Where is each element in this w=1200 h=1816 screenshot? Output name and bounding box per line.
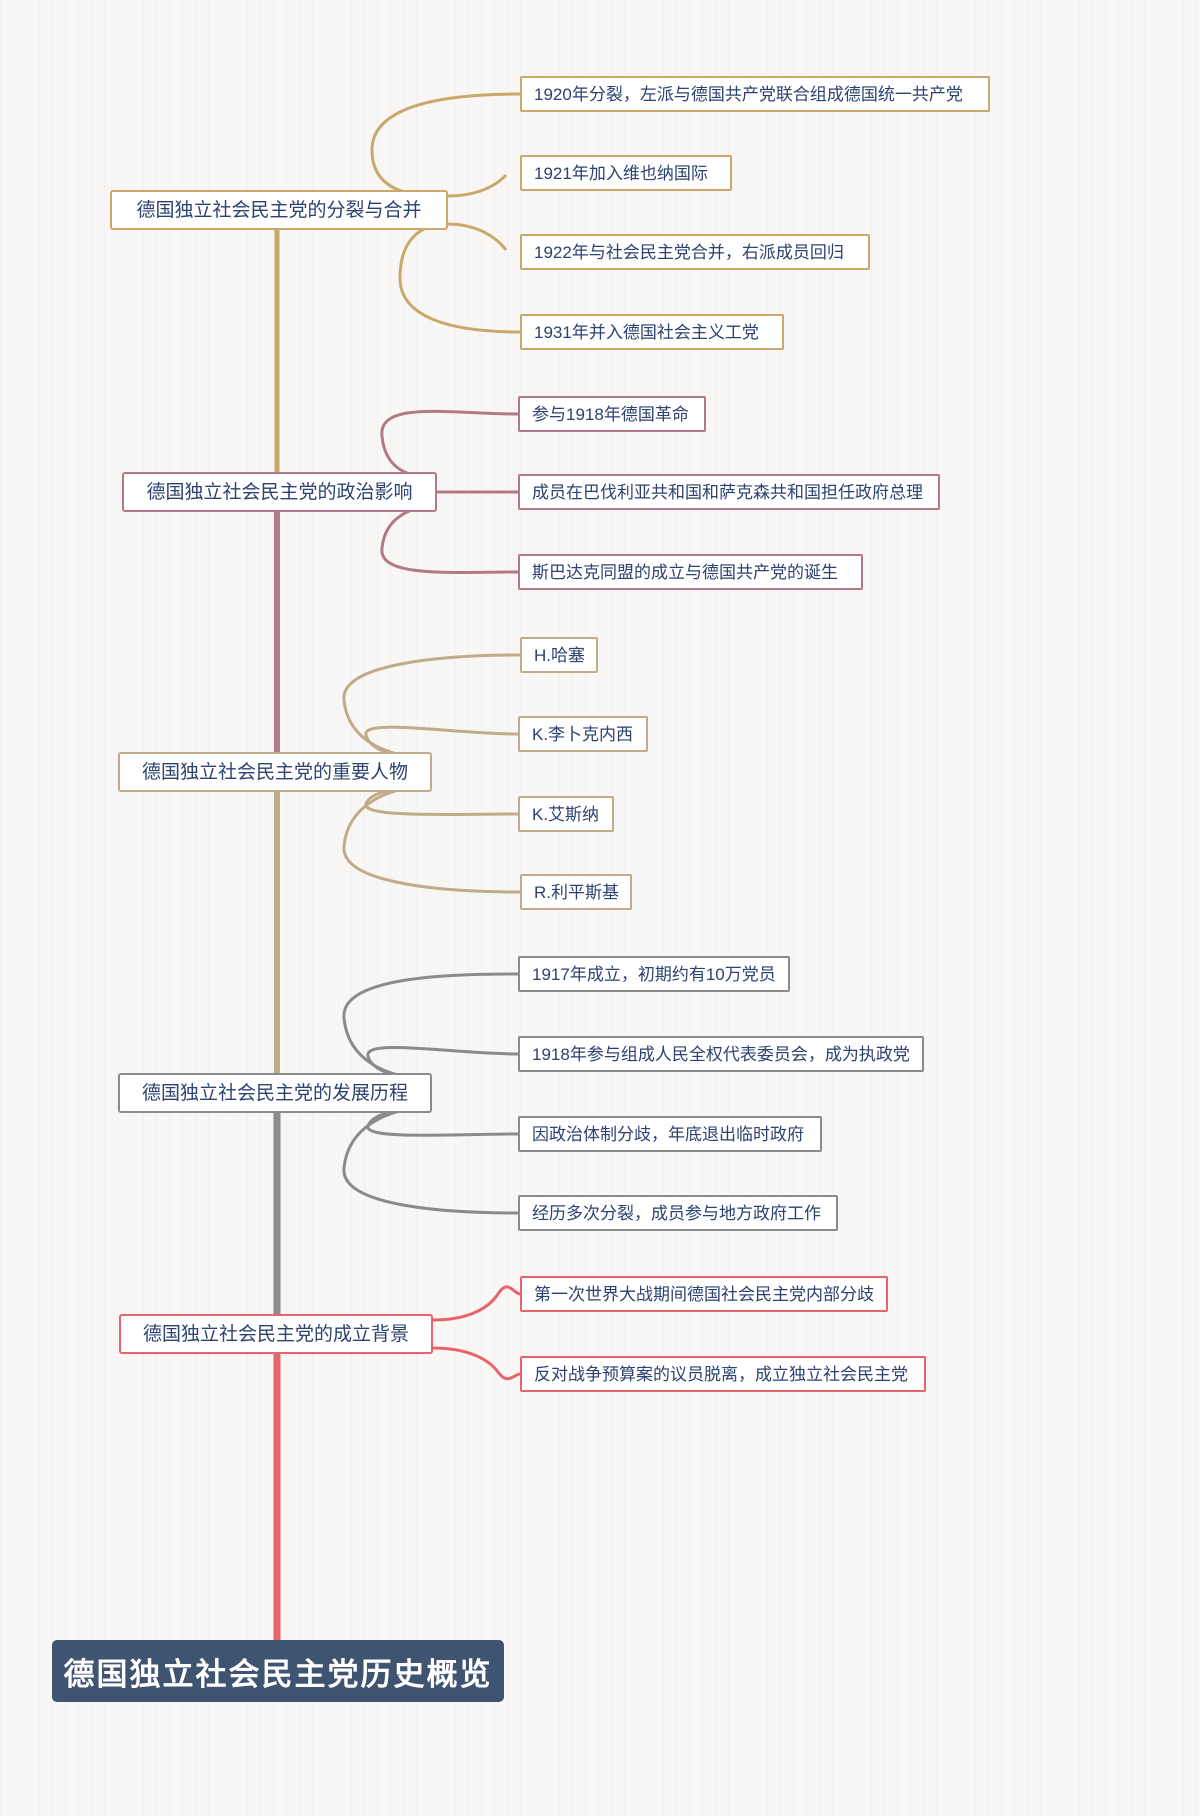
branch-node-3[interactable]: 德国独立社会民主党的重要人物 bbox=[118, 752, 432, 792]
leaf-node-5-2[interactable]: 反对战争预算案的议员脱离，成立独立社会民主党 bbox=[520, 1356, 926, 1392]
leaf-label-1-2: 1921年加入维也纳国际 bbox=[534, 163, 708, 183]
branch-label-2: 德国独立社会民主党的政治影响 bbox=[146, 481, 413, 503]
leaf-node-4-3[interactable]: 因政治体制分歧，年底退出临时政府 bbox=[518, 1116, 822, 1152]
leaf-node-2-1[interactable]: 参与1918年德国革命 bbox=[518, 396, 706, 432]
leaf-label-3-1: H.哈塞 bbox=[534, 645, 585, 665]
branch-node-1[interactable]: 德国独立社会民主党的分裂与合并 bbox=[110, 190, 448, 230]
edge-b1-c2 bbox=[447, 173, 508, 198]
leaf-node-2-3[interactable]: 斯巴达克同盟的成立与德国共产党的诞生 bbox=[518, 554, 863, 590]
leaf-node-2-2[interactable]: 成员在巴伐利亚共和国和萨克森共和国担任政府总理 bbox=[518, 474, 940, 510]
branch-node-2[interactable]: 德国独立社会民主党的政治影响 bbox=[122, 472, 437, 512]
leaf-node-3-4[interactable]: R.利平斯基 bbox=[520, 874, 632, 910]
edge-b5-c2 bbox=[432, 1346, 521, 1381]
leaf-node-4-1[interactable]: 1917年成立，初期约有10万党员 bbox=[518, 956, 790, 992]
edge-b3-c4 bbox=[342, 784, 521, 894]
leaf-label-4-1: 1917年成立，初期约有10万党员 bbox=[532, 964, 776, 984]
leaf-label-4-3: 因政治体制分歧，年底退出临时政府 bbox=[532, 1124, 804, 1144]
leaf-label-1-3: 1922年与社会民主党合并，右派成员回归 bbox=[534, 242, 844, 262]
leaf-label-5-1: 第一次世界大战期间德国社会民主党内部分歧 bbox=[534, 1284, 874, 1304]
leaf-node-1-2[interactable]: 1921年加入维也纳国际 bbox=[520, 155, 732, 191]
leaf-node-4-2[interactable]: 1918年参与组成人民全权代表委员会，成为执政党 bbox=[518, 1036, 924, 1072]
root-label: 德国独立社会民主党历史概览 bbox=[63, 1656, 493, 1692]
leaf-label-4-2: 1918年参与组成人民全权代表委员会，成为执政党 bbox=[532, 1044, 910, 1064]
leaf-label-3-3: K.艾斯纳 bbox=[532, 804, 600, 824]
edge-b4-c4 bbox=[342, 1105, 519, 1215]
edge-b5-c1 bbox=[432, 1285, 521, 1322]
leaf-node-3-1[interactable]: H.哈塞 bbox=[520, 637, 598, 673]
leaf-node-3-2[interactable]: K.李卜克内西 bbox=[518, 716, 648, 752]
leaf-node-4-4[interactable]: 经历多次分裂，成员参与地方政府工作 bbox=[518, 1195, 838, 1231]
leaf-node-5-1[interactable]: 第一次世界大战期间德国社会民主党内部分歧 bbox=[520, 1276, 888, 1312]
edge-b1-c4 bbox=[398, 222, 521, 334]
root-node[interactable]: 德国独立社会民主党历史概览 bbox=[52, 1640, 504, 1702]
leaf-label-2-1: 参与1918年德国革命 bbox=[532, 404, 689, 424]
leaf-node-3-3[interactable]: K.艾斯纳 bbox=[518, 796, 614, 832]
leaf-label-2-3: 斯巴达克同盟的成立与德国共产党的诞生 bbox=[532, 562, 838, 582]
leaf-label-1-1: 1920年分裂，左派与德国共产党联合组成德国统一共产党 bbox=[534, 84, 963, 104]
branch-label-5: 德国独立社会民主党的成立背景 bbox=[142, 1323, 409, 1345]
branch-node-5[interactable]: 德国独立社会民主党的成立背景 bbox=[119, 1314, 433, 1354]
edge-b1-c3 bbox=[447, 222, 508, 251]
leaf-node-1-1[interactable]: 1920年分裂，左派与德国共产党联合组成德国统一共产党 bbox=[520, 76, 990, 112]
leaf-label-5-2: 反对战争预算案的议员脱离，成立独立社会民主党 bbox=[534, 1364, 908, 1384]
leaf-node-1-3[interactable]: 1922年与社会民主党合并，右派成员回归 bbox=[520, 234, 870, 270]
edge-b2-c1 bbox=[380, 409, 519, 480]
leaf-label-1-4: 1931年并入德国社会主义工党 bbox=[534, 322, 759, 342]
branch-node-4[interactable]: 德国独立社会民主党的发展历程 bbox=[118, 1073, 432, 1113]
branch-label-1: 德国独立社会民主党的分裂与合并 bbox=[136, 199, 422, 221]
branch-label-3: 德国独立社会民主党的重要人物 bbox=[141, 761, 408, 783]
leaf-node-1-4[interactable]: 1931年并入德国社会主义工党 bbox=[520, 314, 784, 350]
leaf-label-4-4: 经历多次分裂，成员参与地方政府工作 bbox=[532, 1203, 821, 1223]
leaf-label-2-2: 成员在巴伐利亚共和国和萨克森共和国担任政府总理 bbox=[532, 482, 923, 502]
edge-b2-c3 bbox=[380, 504, 519, 574]
leaf-label-3-2: K.李卜克内西 bbox=[532, 724, 634, 744]
branch-label-4: 德国独立社会民主党的发展历程 bbox=[141, 1082, 408, 1104]
leaf-label-3-4: R.利平斯基 bbox=[534, 882, 619, 902]
